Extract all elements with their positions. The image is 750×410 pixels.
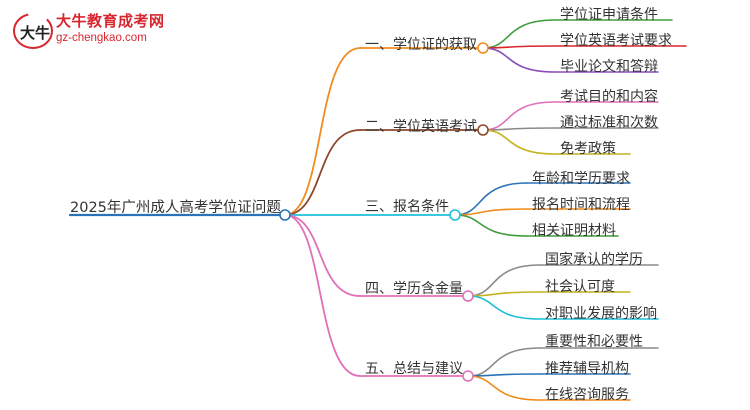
leaf-connector-5-1: [467, 347, 541, 377]
leaf-label-3-3: 相关证明材料: [532, 223, 616, 239]
leaf-label-2-3: 免考政策: [560, 141, 616, 157]
leaf-connector-1-1: [482, 19, 556, 49]
branch-label-5: 五、总结与建议: [365, 361, 463, 377]
leaf-connector-4-3: [467, 295, 541, 320]
leaf-connector-3-3: [454, 214, 528, 237]
root-node-label: 2025年广州成人高考学位证问题: [70, 200, 281, 216]
branch-node-3[interactable]: [449, 209, 461, 221]
site-logo[interactable]: 大牛 大牛教育成考网 gz-chengkao.com: [12, 8, 182, 54]
svg-text:大牛: 大牛: [20, 24, 50, 42]
leaf-label-2-1: 考试目的和内容: [560, 89, 658, 105]
leaf-label-4-3: 对职业发展的影响: [545, 306, 657, 322]
leaf-label-1-1: 学位证申请条件: [560, 7, 658, 23]
leaf-label-5-1: 重要性和必要性: [545, 334, 643, 350]
leaf-connector-4-1: [467, 264, 541, 297]
branch-connector-1: [284, 47, 361, 216]
logo-url: gz-chengkao.com: [56, 32, 147, 44]
leaf-connector-2-1: [482, 101, 556, 131]
leaf-label-4-2: 社会认可度: [545, 279, 615, 295]
leaf-label-2-2: 通过标准和次数: [560, 115, 658, 131]
leaf-label-4-1: 国家承认的学历: [545, 252, 643, 268]
branch-label-4: 四、学历含金量: [365, 281, 463, 297]
root-node[interactable]: [279, 209, 291, 221]
branch-node-2[interactable]: [477, 124, 489, 136]
leaf-connector-2-3: [482, 129, 556, 155]
leaf-connector-5-3: [467, 375, 541, 401]
branch-connector-4: [284, 214, 361, 297]
branch-label-2: 二、学位英语考试: [365, 119, 477, 135]
leaf-label-3-2: 报名时间和流程: [532, 197, 630, 213]
branch-node-5[interactable]: [462, 370, 474, 382]
logo-title: 大牛教育成考网: [56, 12, 165, 30]
branch-connector-5: [284, 214, 361, 377]
logo-mark-icon: 大牛: [13, 13, 53, 49]
leaf-label-1-2: 学位英语考试要求: [560, 33, 672, 49]
leaf-label-1-3: 毕业论文和答辩: [560, 59, 658, 75]
leaf-label-3-1: 年龄和学历要求: [532, 171, 630, 187]
leaf-label-5-3: 在线咨询服务: [545, 387, 629, 403]
branch-node-4[interactable]: [462, 290, 474, 302]
leaf-connector-1-3: [482, 47, 556, 73]
leaf-label-5-2: 推荐辅导机构: [545, 361, 629, 377]
branch-label-1: 一、学位证的获取: [365, 37, 477, 53]
leaf-connector-3-1: [454, 182, 528, 216]
leaf-connector-3-2: [454, 208, 528, 216]
branch-label-3: 三、报名条件: [365, 199, 449, 215]
branch-node-1[interactable]: [477, 42, 489, 54]
branch-connector-2: [284, 129, 361, 216]
